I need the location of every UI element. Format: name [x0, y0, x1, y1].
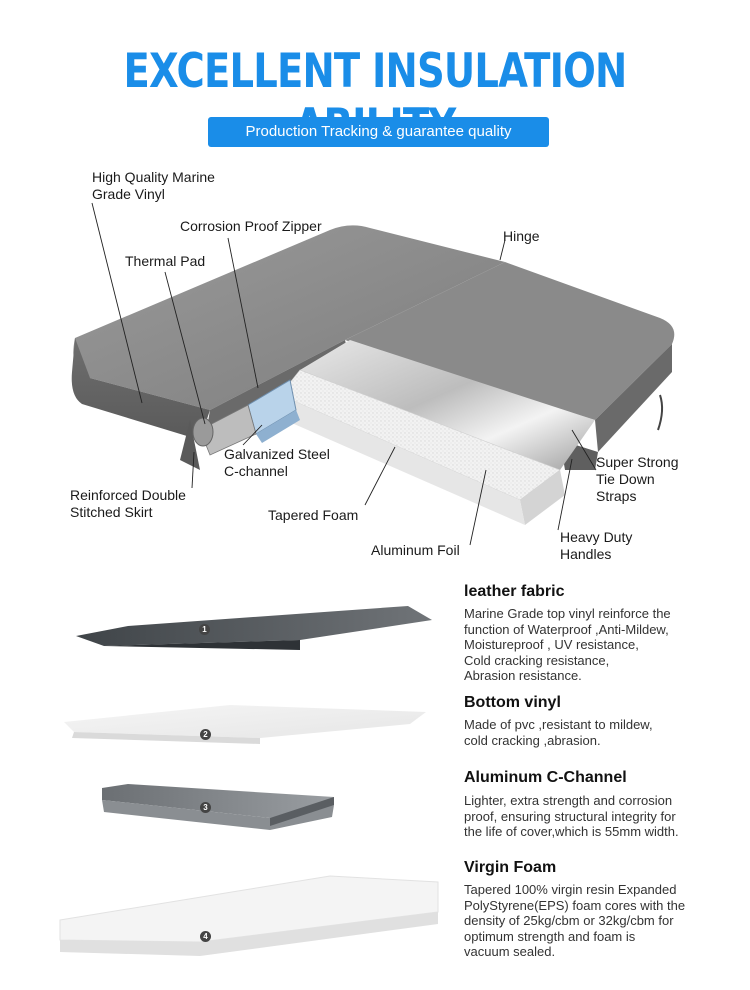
layer-title-1: leather fabric — [464, 583, 565, 600]
right-panel — [345, 262, 675, 470]
layer-title-4: Virgin Foam — [464, 859, 557, 876]
layer-sheet-1 — [76, 606, 432, 650]
layer-number-1: 1 — [199, 624, 210, 635]
layer-title-2: Bottom vinyl — [464, 694, 561, 711]
layer-number-4: 4 — [200, 931, 211, 942]
label-zipper: Corrosion Proof Zipper — [180, 218, 322, 234]
layer-sheet-3 — [102, 784, 334, 830]
label-vinyl: High Quality Marine Grade Vinyl — [92, 169, 215, 202]
layer-desc-3: Lighter, extra strength and corrosion pr… — [464, 793, 679, 839]
layer-sheet-2 — [64, 705, 426, 744]
label-c-channel: Galvanized Steel C-channel — [224, 446, 330, 479]
label-tapered-foam: Tapered Foam — [268, 507, 359, 523]
layer-title-3: Aluminum C-Channel — [464, 769, 627, 786]
label-aluminum-foil: Aluminum Foil — [371, 542, 460, 558]
layer-number-2: 2 — [200, 729, 211, 740]
cutaway-section — [192, 340, 595, 525]
leader-lines — [91, 202, 597, 546]
label-hinge: Hinge — [503, 228, 540, 244]
label-skirt: Reinforced Double Stitched Skirt — [70, 487, 186, 520]
layer-desc-1: Marine Grade top vinyl reinforce the fun… — [464, 606, 671, 683]
layer-number-3: 3 — [200, 802, 211, 813]
subtitle-badge: Production Tracking & guarantee quality — [208, 117, 549, 147]
label-straps: Super Strong Tie Down Straps — [596, 454, 679, 504]
layer-desc-2: Made of pvc ,resistant to mildew, cold c… — [464, 717, 653, 748]
strap-line — [657, 394, 664, 431]
layer-desc-4: Tapered 100% virgin resin Expanded PolyS… — [464, 882, 686, 959]
layer-sheet-4 — [59, 875, 439, 956]
label-thermal-pad: Thermal Pad — [125, 253, 206, 269]
label-handles: Heavy Duty Handles — [560, 529, 633, 562]
